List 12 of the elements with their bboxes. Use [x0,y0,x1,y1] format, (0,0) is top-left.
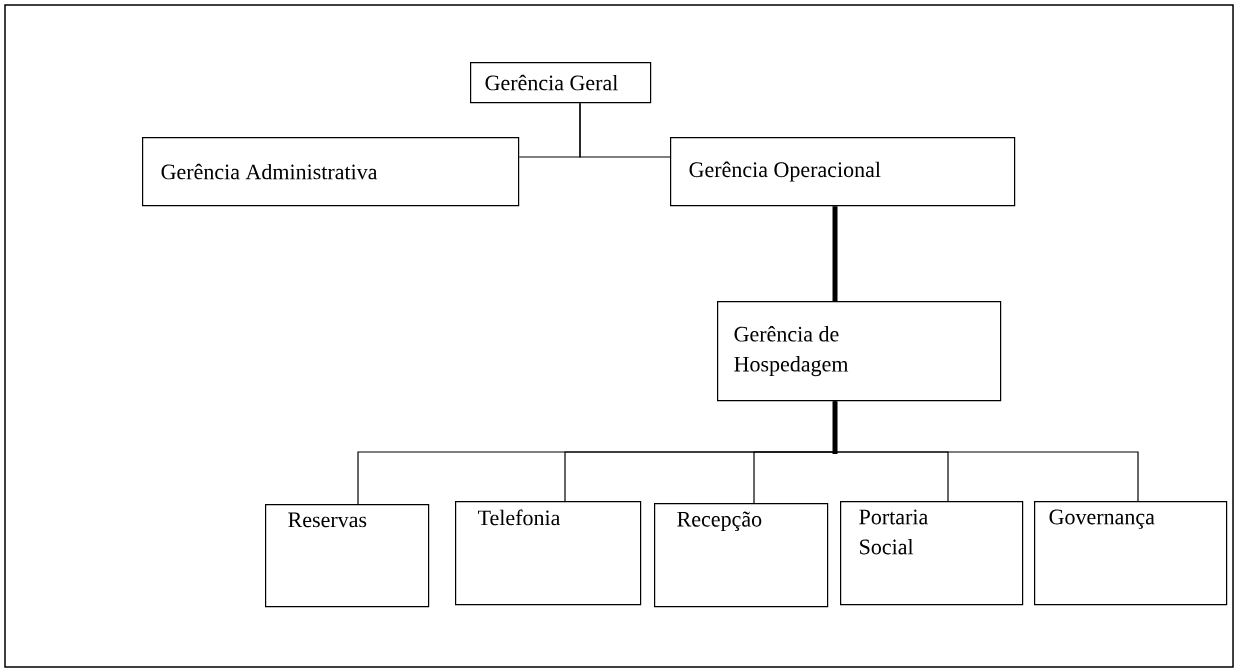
org-box: Telefonia [455,501,642,606]
org-box: Gerência Administrativa [142,137,520,207]
connector [579,102,671,158]
org-box: Recepção [654,503,829,608]
org-box: Gerência Geral [470,62,652,104]
org-box: Portaria Social [840,501,1024,606]
org-box: Governança [1034,501,1228,606]
connector [832,401,838,454]
org-box: Gerência Operacional [670,137,1016,207]
org-box: Reservas [265,504,430,608]
connector [832,206,838,301]
org-box: Gerência de Hospedagem [717,301,1002,402]
